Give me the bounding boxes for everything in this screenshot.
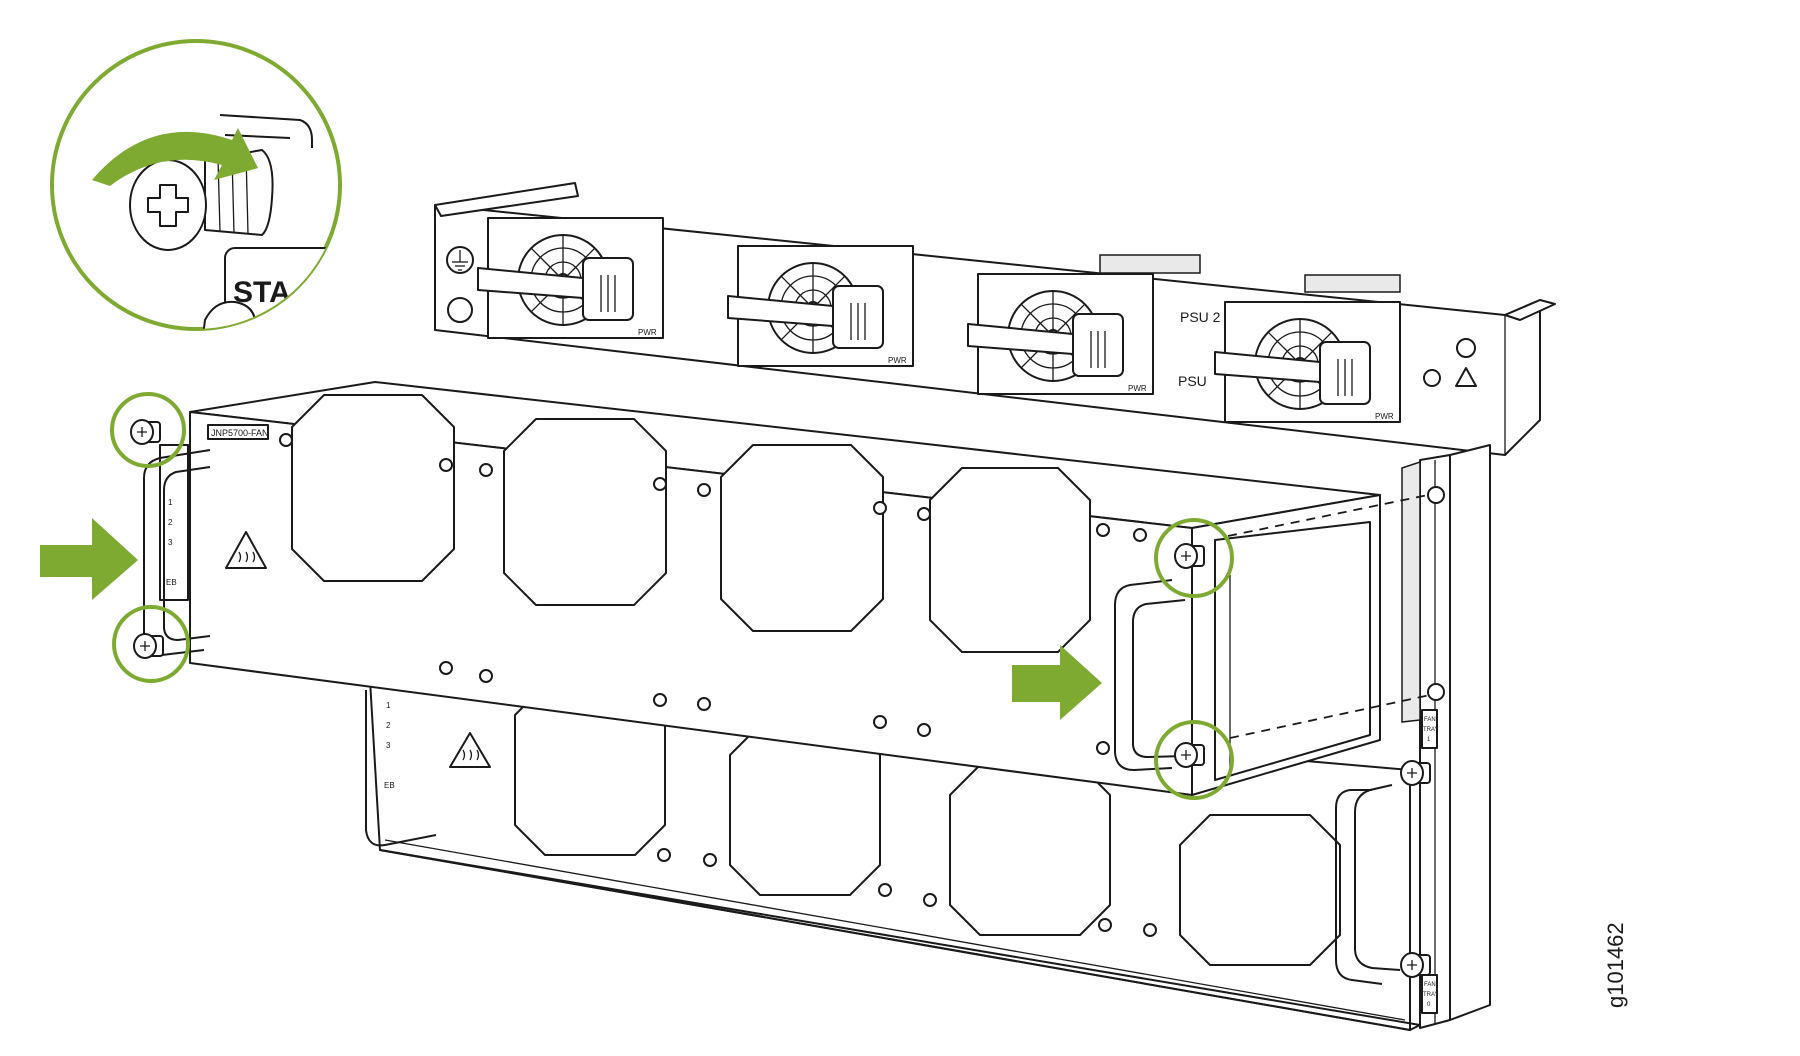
psu-partial-label: PSU (1178, 373, 1207, 389)
mounting-hole (1096, 523, 1110, 537)
ground-icon (446, 246, 474, 323)
right-arrow-icon (40, 518, 138, 600)
fan-grille (291, 394, 455, 582)
right-arrow-icon (1012, 645, 1102, 720)
fan-tray-being-installed: JNP5700-FAN 1 2 3 EB (130, 381, 1381, 796)
mounting-hole (439, 661, 453, 675)
chassis-flange: FAN TRAY 1 FAN TRAY 0 (1401, 444, 1491, 1029)
svg-text:EB: EB (384, 781, 395, 790)
mounting-hole (479, 669, 493, 683)
fan-grille (949, 764, 1111, 936)
pwr-label: PWR (1375, 412, 1394, 421)
mounting-hole (703, 853, 717, 867)
mounting-hole (657, 848, 671, 862)
power-supply: PWR (477, 217, 664, 339)
captive-screw-icon (133, 633, 164, 659)
mounting-hole (873, 501, 887, 515)
mounting-hole (697, 697, 711, 711)
power-supply: PWR (1214, 301, 1401, 423)
svg-text:1: 1 (386, 701, 391, 710)
svg-text:1: 1 (1427, 737, 1431, 743)
svg-text:FAN: FAN (1424, 717, 1436, 723)
psu-label: PSU 2 (1180, 309, 1221, 325)
installed-fan-grilles (514, 684, 1341, 966)
pwr-label: PWR (888, 356, 907, 365)
fan-module-label: JNP5700-FAN (207, 424, 269, 440)
captive-screw-icon (1174, 543, 1205, 569)
zoom-callout: STA (50, 39, 342, 331)
svg-text:3: 3 (386, 741, 391, 750)
fan-grilles (279, 394, 1147, 755)
screw-callout-ring (110, 392, 186, 468)
mounting-hole (917, 723, 931, 737)
power-supply: PWR (967, 273, 1154, 395)
hot-surface-warning-icon (225, 531, 267, 569)
captive-screw-icon (1400, 760, 1431, 786)
esd-warning-icon (1455, 367, 1477, 387)
alignment-guide-lines (1227, 486, 1445, 739)
svg-text:3: 3 (168, 538, 173, 547)
pwr-label: PWR (638, 328, 657, 337)
tray-label-lower: FAN TRAY 0 (1421, 974, 1439, 1014)
svg-text:TRAY: TRAY (1423, 727, 1439, 733)
mounting-hole (279, 433, 293, 447)
screw-highlight-callouts (110, 392, 1234, 800)
fan-module-model: JNP5700-FAN (211, 428, 269, 438)
power-supply: PWR (727, 245, 914, 367)
svg-text:TRAY: TRAY (1423, 992, 1439, 998)
pwr-label: PWR (1128, 384, 1147, 393)
tray-captive-screws (130, 419, 1205, 768)
mounting-hole (653, 477, 667, 491)
svg-text:EB: EB (166, 578, 177, 587)
fan-grille (720, 444, 884, 632)
svg-text:FAN: FAN (1424, 982, 1436, 988)
mounting-hole (439, 458, 453, 472)
svg-text:2: 2 (168, 518, 173, 527)
captive-screw-icon (1400, 952, 1431, 978)
tray-label-upper: FAN TRAY 1 (1421, 709, 1439, 749)
screw-callout-ring (1154, 720, 1234, 800)
mounting-hole (917, 507, 931, 521)
fan-grille (929, 467, 1091, 653)
mounting-hole (1098, 918, 1112, 932)
screw-callout-ring (1154, 518, 1234, 598)
installed-tray-screws (1400, 760, 1431, 978)
mounting-hole (697, 483, 711, 497)
fan-grille (1179, 814, 1341, 966)
clockwise-arrow-icon (92, 128, 258, 186)
hot-surface-warning-icon (449, 732, 491, 768)
captive-screw-icon (130, 419, 161, 445)
screw-callout-ring (112, 605, 190, 683)
mounting-hole (653, 693, 667, 707)
mounting-hole (878, 883, 892, 897)
mounting-hole (873, 715, 887, 729)
figure-id-label: g101462 (1603, 922, 1628, 1008)
svg-text:0: 0 (1427, 1002, 1431, 1008)
psu-shelf: PWR PWR PWR PWR PSU 2 PSU (434, 182, 1556, 456)
mounting-hole (923, 893, 937, 907)
captive-screw-icon (1174, 742, 1205, 768)
mounting-hole (1133, 528, 1147, 542)
mounting-hole (1096, 741, 1110, 755)
fan-grille (503, 418, 667, 606)
svg-text:1: 1 (168, 498, 173, 507)
mounting-hole (1143, 923, 1157, 937)
mounting-hole (479, 463, 493, 477)
svg-text:2: 2 (386, 721, 391, 730)
power-supply-group: PWR PWR PWR PWR (477, 217, 1401, 423)
